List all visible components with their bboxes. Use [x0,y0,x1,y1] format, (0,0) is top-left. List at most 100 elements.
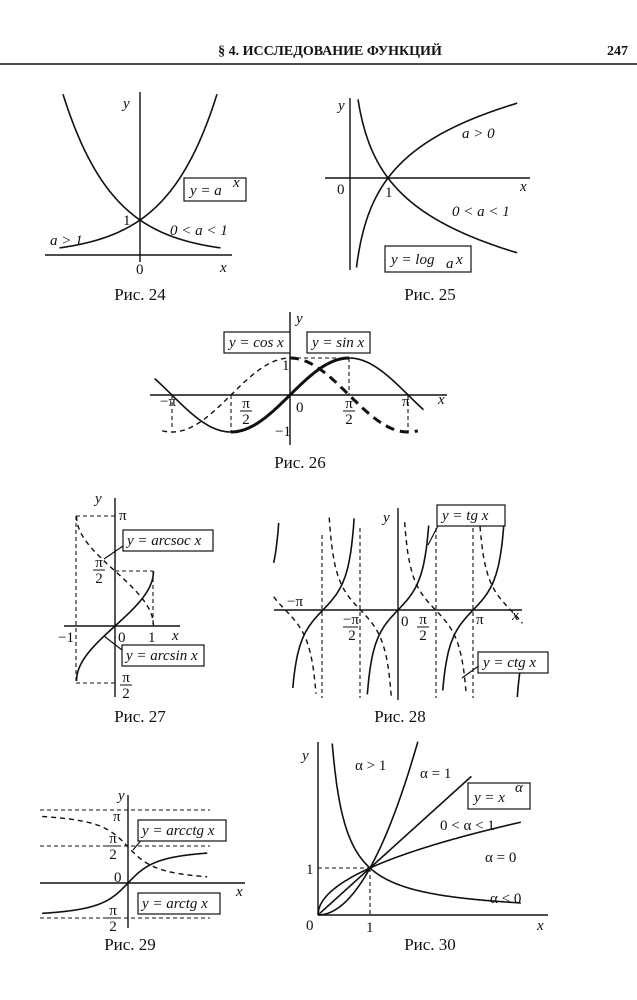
arctg-label: y = arctg x [140,896,208,912]
minus-half-pi-numerator: π [242,396,250,412]
one-label: 1 [148,630,156,646]
sin-label: y = sin x [310,335,365,351]
leader-line [103,635,123,651]
power-curve-alpha-lt-0 [331,743,521,904]
figure-caption: Рис. 26 [274,453,326,472]
origin-label: 0 [114,870,122,886]
arctg-box [137,892,221,915]
pi-label: π [402,394,410,410]
cos-curve-bold [290,356,419,434]
figure-28: y x −π −π 2 0 π 2 π y = tg x y = ctg x Р… [274,504,549,726]
origin-label: 0 [337,182,345,198]
figure-25: y x 0 1 a > 0 0 < a < 1 y = log a x Рис.… [325,98,530,304]
origin-label: 0 [306,918,314,934]
formula-exponent: x [232,175,240,191]
running-header: § 4. ИССЛЕДОВАНИЕ ФУНКЦИЙ [218,42,442,59]
one-label: 1 [123,213,131,229]
neg-half-pi-denominator: 2 [122,686,130,702]
exp-curve-a-gt-1 [59,93,218,249]
formula-subscript: a [446,256,454,272]
y-axis-label: y [294,311,303,327]
formula-label: y = log [389,252,435,268]
neg-half-pi-numerator: π [109,903,117,919]
y-axis-label: y [93,491,102,507]
origin-label: 0 [118,630,126,646]
neg-half-pi-numerator: −π [343,612,359,628]
power-curve-alpha-between [317,821,521,916]
leader-line [103,545,124,560]
x-axis-label: x [235,884,243,900]
one-y-label: 1 [306,862,314,878]
half-pi-denominator: 2 [95,571,103,587]
formula-argument: x [455,252,463,268]
neg-half-pi-numerator: π [122,670,130,686]
alpha-lt-0-label: α < 0 [490,891,521,907]
figure-26: y x 1 −1 0 −π π π 2 π 2 y = cos x y = si… [150,311,447,472]
formula-box [467,782,531,810]
origin-label: 0 [401,614,409,630]
figure-24: y x 0 1 a > 1 0 < a < 1 y = a x Рис. 24 [45,92,247,304]
half-pi-numerator: π [109,831,117,847]
arcctg-curve [42,815,208,878]
half-pi-numerator: π [95,555,103,571]
x-axis-label: x [511,608,519,624]
figure-30: y x 1 0 1 α > 1 α = 1 0 < α < 1 α = 0 α … [300,742,548,954]
y-axis-label: y [121,96,130,112]
figure-caption: Рис. 29 [104,935,156,954]
leader-line [461,664,481,679]
neg-half-pi-denominator: 2 [348,628,356,644]
x-axis-label: x [171,628,179,644]
half-pi-denominator: 2 [109,847,117,863]
power-curve-alpha-eq-1 [317,775,472,916]
figure-caption: Рис. 27 [114,707,166,726]
figure-caption: Рис. 28 [374,707,426,726]
arcsin-box [121,644,205,667]
neg-half-pi-denominator: 2 [109,919,117,935]
arcsin-label: y = arcsin x [124,648,198,664]
arcctg-label: y = arcctg x [140,823,215,839]
x-axis-label: x [219,260,227,276]
x-axis-label: x [437,392,445,408]
formula-label: y = a [188,183,222,199]
sin-curve [154,378,231,433]
sin-curve [349,357,424,411]
formula-box [183,177,247,202]
arccos-box [122,529,214,552]
origin-label: 0 [136,262,144,278]
cos-label: y = cos x [227,335,284,351]
ctg-box [477,651,549,674]
minus-one-label: −1 [275,424,291,440]
a-gt-1-label: a > 1 [50,233,83,249]
half-pi-numerator: π [345,396,353,412]
cos-curve [162,357,290,433]
half-pi-numerator: π [419,612,427,628]
half-pi-denominator: 2 [345,412,353,428]
a-gt-0-label: a > 0 [462,126,495,142]
exp-curve-a-lt-1 [62,93,221,249]
tg-box [436,504,506,527]
arccos-label: y = arcsoc x [125,533,201,549]
figure-caption: Рис. 25 [404,285,456,304]
alpha-eq-0-label: α = 0 [485,850,516,866]
minus-pi-label: −π [160,394,176,410]
cos-box [223,331,291,354]
formula-box [384,245,472,273]
log-curve-a-lt-1 [357,99,518,254]
a-lt-1-label: 0 < a < 1 [170,223,228,239]
one-label: 1 [385,185,393,201]
pi-label: π [119,508,127,524]
one-label: 1 [282,358,290,374]
pi-label: π [476,612,484,628]
y-axis-label: y [336,98,345,114]
pi-label: π [113,809,121,825]
half-pi-denominator: 2 [419,628,427,644]
y-axis-label: y [116,788,125,804]
page-number: 247 [607,44,628,59]
origin-label: 0 [296,400,304,416]
x-axis-label: x [536,918,544,934]
minus-one-label: −1 [58,630,74,646]
figure-27: y x π π 2 π 2 −1 0 1 y = arcsoc x y = ar… [58,491,214,726]
log-curve-a-gt-1 [355,102,518,268]
